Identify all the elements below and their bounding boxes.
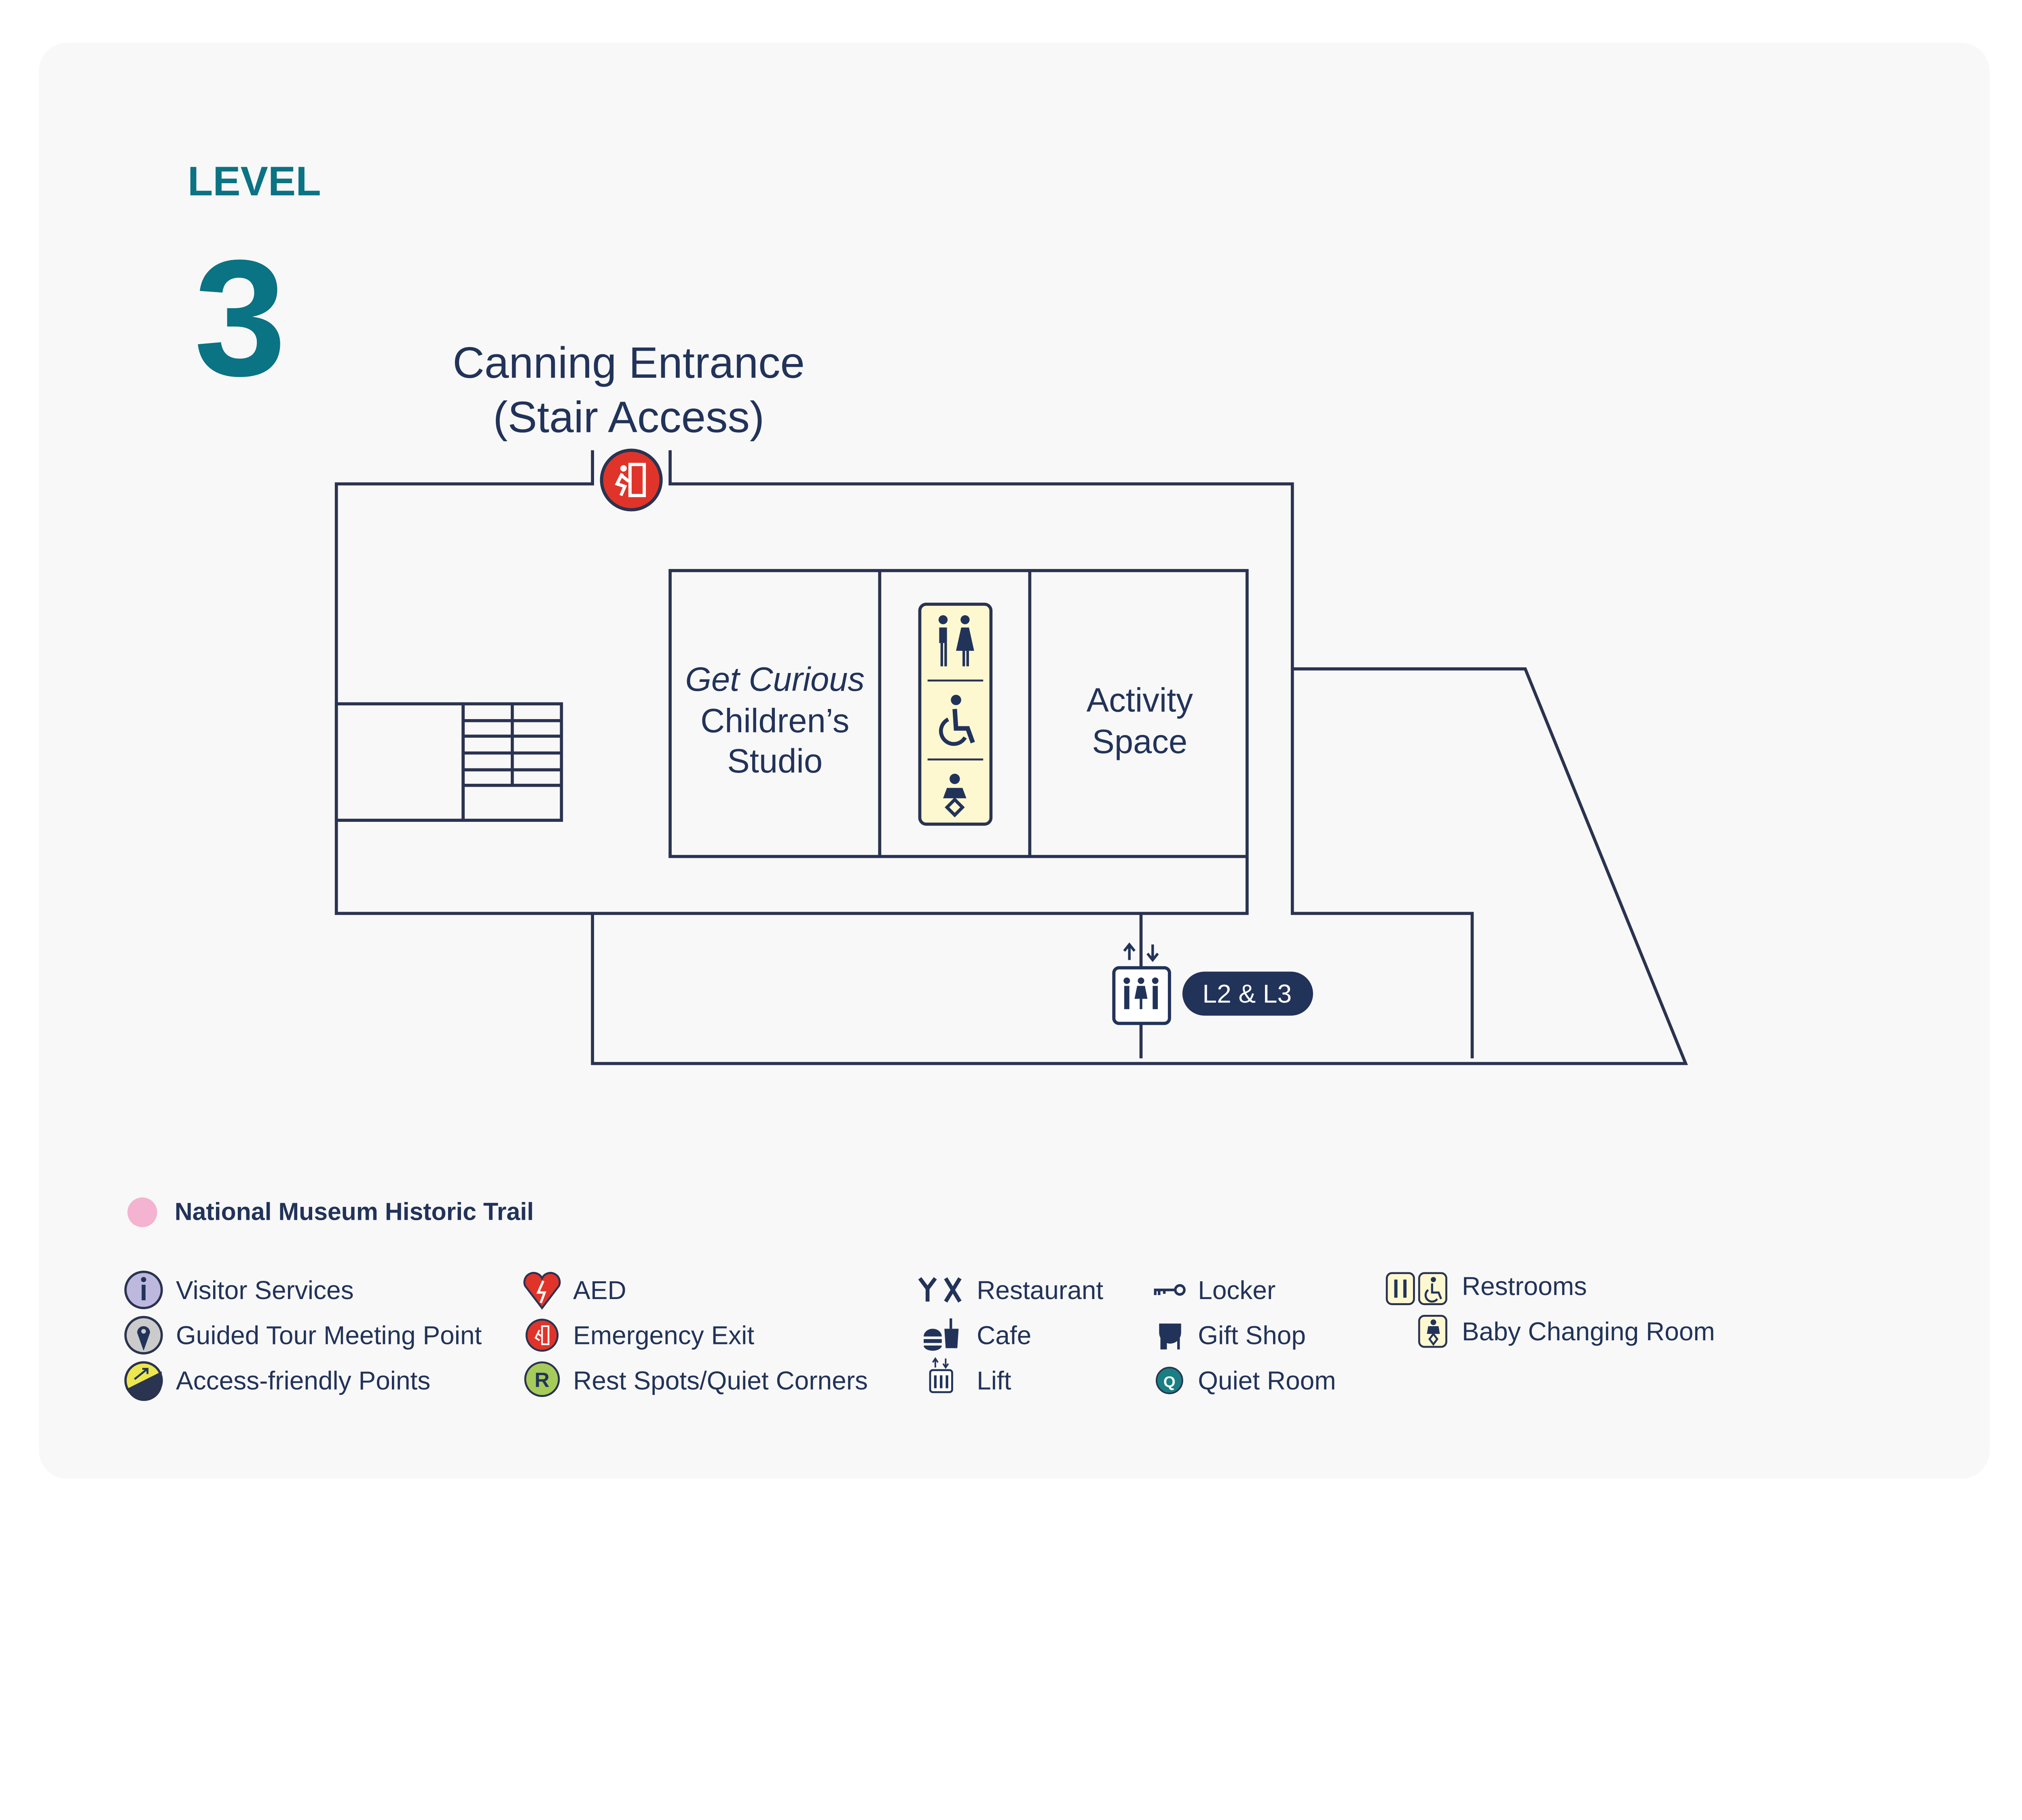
- legend: National Museum Historic Trail Visitor S…: [124, 1197, 1715, 1401]
- legend-access-friendly: Access-friendly Points: [176, 1366, 430, 1395]
- trail-label: National Museum Historic Trail: [175, 1198, 534, 1225]
- trail-dot-icon: [127, 1197, 157, 1227]
- quiet-room-letter: Q: [1163, 1373, 1176, 1390]
- studio-label-line2: Children’s: [700, 702, 849, 740]
- studio-label-line1: Get Curious: [685, 660, 865, 698]
- legend-quiet-room: Quiet Room: [1198, 1366, 1336, 1395]
- activity-label-line2: Space: [1092, 723, 1187, 760]
- legend-restaurant: Restaurant: [977, 1276, 1103, 1305]
- legend-aed: AED: [573, 1276, 626, 1305]
- locker-key-icon: [1154, 1284, 1186, 1296]
- emergency-exit-legend-icon: [525, 1318, 559, 1352]
- accessible-restroom-icon: [939, 694, 975, 746]
- entrance-label-line1: Canning Entrance: [453, 339, 805, 387]
- staircase: [334, 702, 563, 822]
- info-icon: [124, 1270, 163, 1310]
- studio-label-line3: Studio: [727, 742, 823, 780]
- legend-visitor-services: Visitor Services: [176, 1276, 354, 1305]
- restroom-legend-icon: [1385, 1272, 1447, 1305]
- level-number: 3: [194, 225, 286, 411]
- lift-icon[interactable]: [1112, 942, 1171, 1025]
- baby-changing-legend-icon: [1418, 1314, 1447, 1348]
- quiet-room-icon: Q: [1155, 1367, 1183, 1395]
- legend-emergency-exit: Emergency Exit: [573, 1321, 754, 1350]
- restroom-panel[interactable]: [918, 603, 993, 826]
- aed-heart-icon: [523, 1272, 561, 1310]
- entrance-label-line2: (Stair Access): [493, 393, 764, 442]
- legend-cafe: Cafe: [977, 1321, 1031, 1350]
- legend-baby-changing: Baby Changing Room: [1462, 1317, 1715, 1346]
- legend-rest-spots: Rest Spots/Quiet Corners: [573, 1366, 868, 1395]
- legend-restrooms: Restrooms: [1462, 1272, 1587, 1301]
- activity-label-line1: Activity: [1087, 681, 1193, 719]
- cafe-icon: [924, 1318, 959, 1351]
- restaurant-icon: [918, 1277, 962, 1303]
- rest-spot-icon: R: [524, 1361, 560, 1397]
- rest-spot-letter: R: [535, 1368, 550, 1391]
- gift-shop-icon: [1159, 1323, 1181, 1350]
- floor-map: LEVEL 3 Canning Entrance (Stair Access) …: [38, 42, 1990, 1479]
- ramp-icon: [124, 1361, 163, 1401]
- lift-levels-label: L2 & L3: [1203, 979, 1292, 1008]
- map-card: [38, 42, 1990, 1479]
- room-children-studio[interactable]: Get Curious Children’s Studio: [685, 660, 865, 780]
- legend-lift: Lift: [977, 1366, 1011, 1395]
- legend-locker: Locker: [1198, 1276, 1275, 1305]
- room-activity-space[interactable]: Activity Space: [1087, 681, 1193, 760]
- level-label: LEVEL: [188, 158, 321, 204]
- map-pin-icon: [124, 1316, 163, 1354]
- lift-levels-badge: L2 & L3: [1182, 971, 1313, 1016]
- legend-guided-tour: Guided Tour Meeting Point: [176, 1321, 482, 1350]
- legend-gift-shop: Gift Shop: [1198, 1321, 1306, 1350]
- restroom-icon: [938, 615, 974, 667]
- emergency-exit-icon[interactable]: [600, 449, 663, 512]
- baby-changing-icon: [943, 773, 967, 818]
- lift-legend-icon: [929, 1357, 953, 1393]
